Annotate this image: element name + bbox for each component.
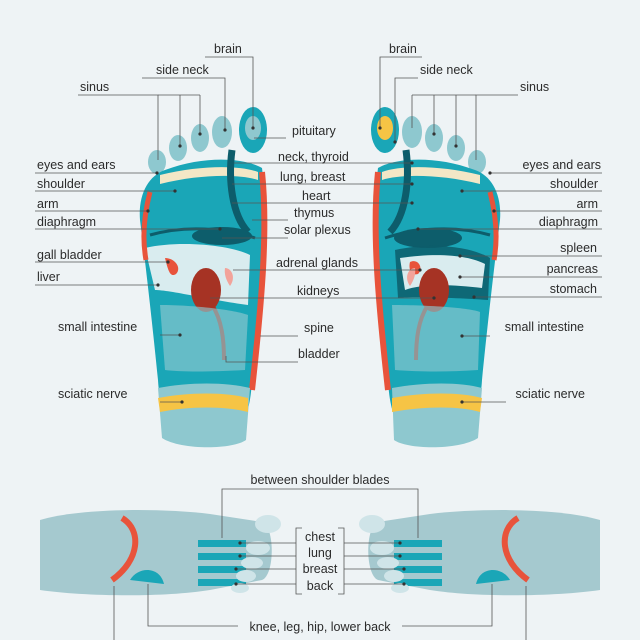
label-bladder: bladder	[298, 347, 340, 361]
left-top-toe-5	[231, 583, 249, 593]
left-kidney	[191, 268, 221, 312]
label-solar-plexus: solar plexus	[284, 223, 351, 237]
label-adrenal-glands: adrenal glands	[276, 256, 358, 270]
label-thymus: thymus	[294, 206, 334, 220]
label-back: back	[307, 579, 334, 593]
label-small-intestine-left: small intestine	[58, 320, 137, 334]
label-sinus-right: sinus	[520, 80, 549, 94]
right-small-intestine	[392, 305, 480, 372]
right-foot-top	[359, 510, 600, 595]
left-sole	[140, 107, 267, 447]
right-top-big-toe	[359, 515, 385, 533]
label-brain-right: brain	[389, 42, 417, 56]
label-sciatic-nerve-right: sciatic nerve	[516, 387, 586, 401]
label-diaphragm-right: diaphragm	[539, 215, 598, 229]
label-shoulder-left: shoulder	[37, 177, 85, 191]
right-top-toe-3	[377, 557, 399, 569]
left-solar-plexus	[192, 227, 252, 245]
label-neck-thyroid: neck, thyroid	[278, 150, 349, 164]
label-diaphragm-left: diaphragm	[37, 215, 96, 229]
label-knee-leg-hip: knee, leg, hip, lower back	[249, 620, 391, 634]
label-arm-right: arm	[576, 197, 598, 211]
label-side-neck-left: side neck	[156, 63, 210, 77]
label-liver: liver	[37, 270, 60, 284]
right-heel	[392, 384, 482, 448]
label-eyes-ears-left: eyes and ears	[37, 158, 116, 172]
label-lung-breast: lung, breast	[280, 170, 346, 184]
label-spleen: spleen	[560, 241, 597, 255]
label-sinus-left: sinus	[80, 80, 109, 94]
left-heel	[158, 384, 250, 448]
left-top-big-toe	[255, 515, 281, 533]
label-heart: heart	[302, 189, 331, 203]
right-spleen-zone	[394, 228, 462, 248]
label-sciatic-nerve-left: sciatic nerve	[58, 387, 128, 401]
label-breast: breast	[303, 562, 338, 576]
left-toe-5	[148, 150, 166, 174]
left-foot-top	[40, 510, 281, 595]
right-top-toe-4	[384, 570, 404, 582]
label-pituitary: pituitary	[292, 124, 337, 138]
left-top-toe-3	[241, 557, 263, 569]
label-stomach: stomach	[550, 282, 597, 296]
label-kidneys: kidneys	[297, 284, 339, 298]
label-small-intestine-right: small intestine	[505, 320, 584, 334]
label-lung: lung	[308, 546, 332, 560]
right-kidney	[419, 268, 449, 312]
left-small-intestine	[160, 305, 248, 372]
label-eyes-ears-right: eyes and ears	[522, 158, 601, 172]
label-chest: chest	[305, 530, 335, 544]
label-spine: spine	[304, 321, 334, 335]
left-toe-2	[212, 116, 232, 148]
right-top-toe-5	[391, 583, 409, 593]
left-toe-4	[169, 135, 187, 161]
label-side-neck-right: side neck	[420, 63, 474, 77]
label-between-shoulder-blades: between shoulder blades	[251, 473, 390, 487]
label-brain-left: brain	[214, 42, 242, 56]
label-arm-left: arm	[37, 197, 59, 211]
label-gall-bladder: gall bladder	[37, 248, 102, 262]
label-pancreas: pancreas	[547, 262, 598, 276]
left-top-toe-4	[236, 570, 256, 582]
label-shoulder-right: shoulder	[550, 177, 598, 191]
